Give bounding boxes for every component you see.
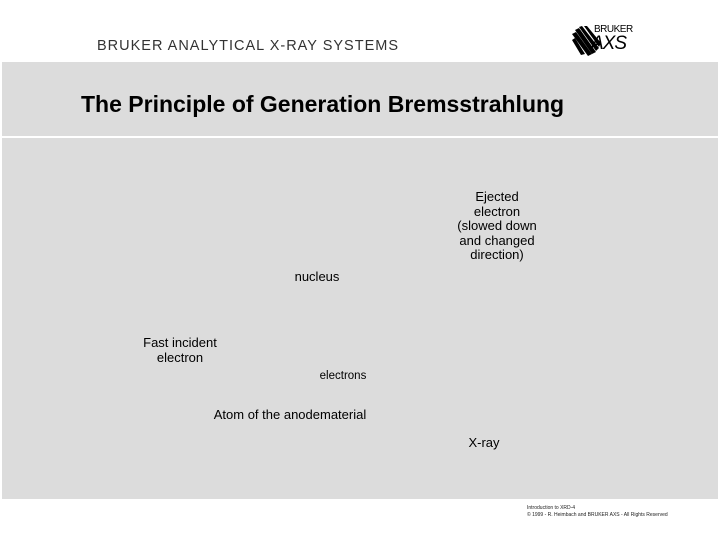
slide-title: The Principle of Generation Bremsstrahlu… xyxy=(81,91,565,117)
xray-label: X-ray xyxy=(468,435,500,450)
bruker-axs-logo: BRUKER AXS xyxy=(572,22,634,56)
title-band: The Principle of Generation Bremsstrahlu… xyxy=(2,62,718,138)
nucleus-label: nucleus xyxy=(294,269,340,284)
logo-axs-text: AXS xyxy=(591,33,627,54)
logo-stripes-icon xyxy=(572,26,601,56)
logo-bruker-text: BRUKER xyxy=(594,24,633,35)
atom-of-anode-label: Atom of the anodematerial xyxy=(213,407,367,422)
footer-line-2: © 1999 - R. Heimbach and BRUKER AXS - Al… xyxy=(527,512,668,518)
footer-copyright: Introduction to XRD-4 © 1999 - R. Heimba… xyxy=(527,505,668,519)
electrons-label: electrons xyxy=(319,370,367,382)
ejected-electron-label: Ejected electron (slowed down and change… xyxy=(457,189,537,262)
footer-line-1: Introduction to XRD-4 xyxy=(527,505,576,511)
fast-incident-electron-label: Fast incident electron xyxy=(143,335,217,365)
slide-area: The Principle of Generation Bremsstrahlu… xyxy=(2,62,718,499)
company-header: BRUKER ANALYTICAL X-RAY SYSTEMS xyxy=(97,38,400,54)
